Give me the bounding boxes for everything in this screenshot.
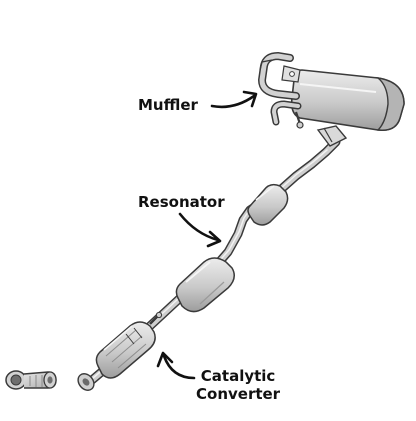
muffler-label: Muffler: [138, 96, 198, 114]
catalytic-label-line1: Catalytic: [196, 367, 280, 385]
muffler: [260, 56, 404, 130]
resonator: [248, 185, 288, 225]
muffler-arrow: [212, 96, 254, 107]
centre-resonator: [176, 258, 234, 312]
rear-flange: [318, 126, 346, 146]
resonator-label: Resonator: [138, 193, 225, 211]
resonator-arrow: [180, 214, 218, 240]
front-pipe-flange: [6, 371, 56, 389]
catalytic-label-line2: Converter: [196, 385, 280, 403]
catalytic-converter: [75, 312, 162, 393]
catalytic-converter-label: Catalytic Converter: [196, 367, 280, 403]
